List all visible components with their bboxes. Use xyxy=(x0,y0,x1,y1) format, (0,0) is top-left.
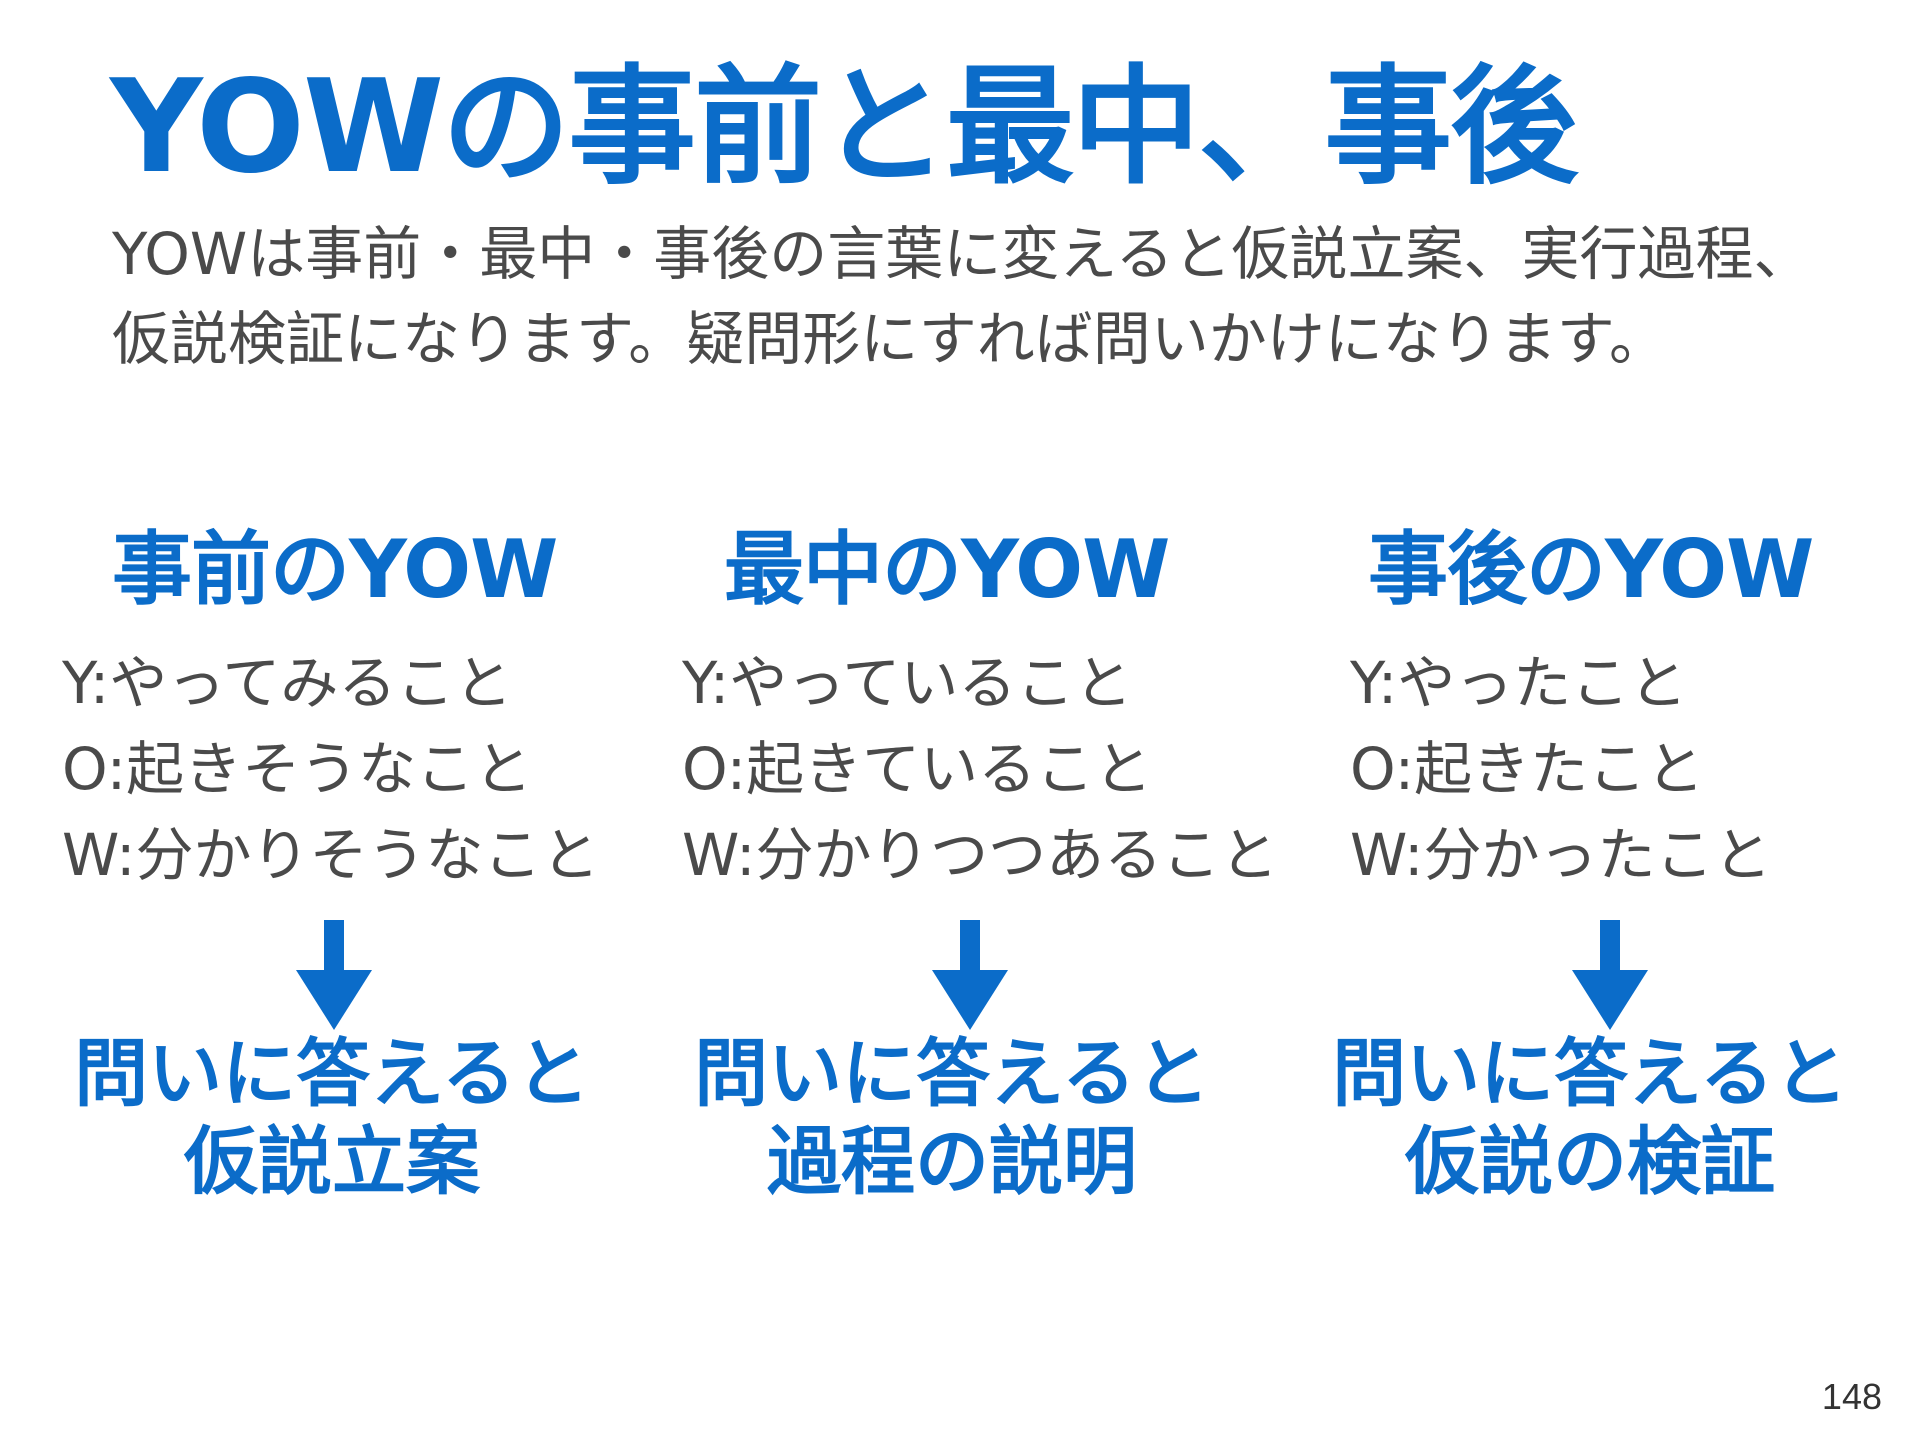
yow-item-o: O:起きていること xyxy=(682,735,1153,803)
column-heading: 最中のYOW xyxy=(724,523,1170,616)
arrow-down-icon xyxy=(1572,920,1648,1030)
yow-item-o: O:起きたこと xyxy=(1350,735,1705,803)
column-heading: 事前のYOW xyxy=(112,523,558,616)
yow-item-y: Y:やったこと xyxy=(1350,649,1688,717)
yow-item-o: O:起きそうなこと xyxy=(62,735,533,803)
result-text: 問いに答えると 仮説立案 xyxy=(52,1030,612,1206)
yow-item-w: W:分かりそうなこと xyxy=(62,821,600,889)
yow-list: Y:やってみること O:起きそうなこと W:分かりそうなこと xyxy=(62,640,622,898)
column-after: 事後のYOW Y:やったこと O:起きたこと W:分かったこと 問いに答えると … xyxy=(1332,520,1870,1205)
result-line-1: 問いに答えると xyxy=(694,1031,1210,1117)
result-line-2: 過程の説明 xyxy=(767,1119,1137,1205)
column-during: 最中のYOW Y:やっていること O:起きていること W:分かりつつあること 問… xyxy=(682,520,1302,1205)
result-text: 問いに答えると 仮説の検証 xyxy=(1310,1030,1870,1206)
result-line-2: 仮説立案 xyxy=(184,1119,480,1205)
result-line-1: 問いに答えると xyxy=(1332,1031,1848,1117)
slide-title: YOWの事前と最中、事後 xyxy=(110,53,1578,202)
column-before: 事前のYOW Y:やってみること O:起きそうなこと W:分かりそうなこと 問い… xyxy=(62,520,622,1205)
yow-item-y: Y:やっていること xyxy=(682,649,1133,717)
result-line-2: 仮説の検証 xyxy=(1405,1119,1775,1205)
yow-item-w: W:分かりつつあること xyxy=(682,821,1279,889)
yow-item-w: W:分かったこと xyxy=(1350,821,1772,889)
result-line-1: 問いに答えると xyxy=(74,1031,590,1117)
arrow-down-icon xyxy=(932,920,1008,1030)
result-text: 問いに答えると 過程の説明 xyxy=(672,1030,1232,1206)
column-heading: 事後のYOW xyxy=(1368,523,1814,616)
yow-list: Y:やったこと O:起きたこと W:分かったこと xyxy=(1350,640,1870,898)
slide-intro: YOWは事前・最中・事後の言葉に変えると仮説立案、実行過程、仮説検証になります。… xyxy=(112,220,1812,373)
page-number: 148 xyxy=(1821,1376,1882,1417)
arrow-down-icon xyxy=(296,920,372,1030)
yow-list: Y:やっていること O:起きていること W:分かりつつあること xyxy=(682,640,1302,898)
yow-item-y: Y:やってみること xyxy=(62,649,513,717)
